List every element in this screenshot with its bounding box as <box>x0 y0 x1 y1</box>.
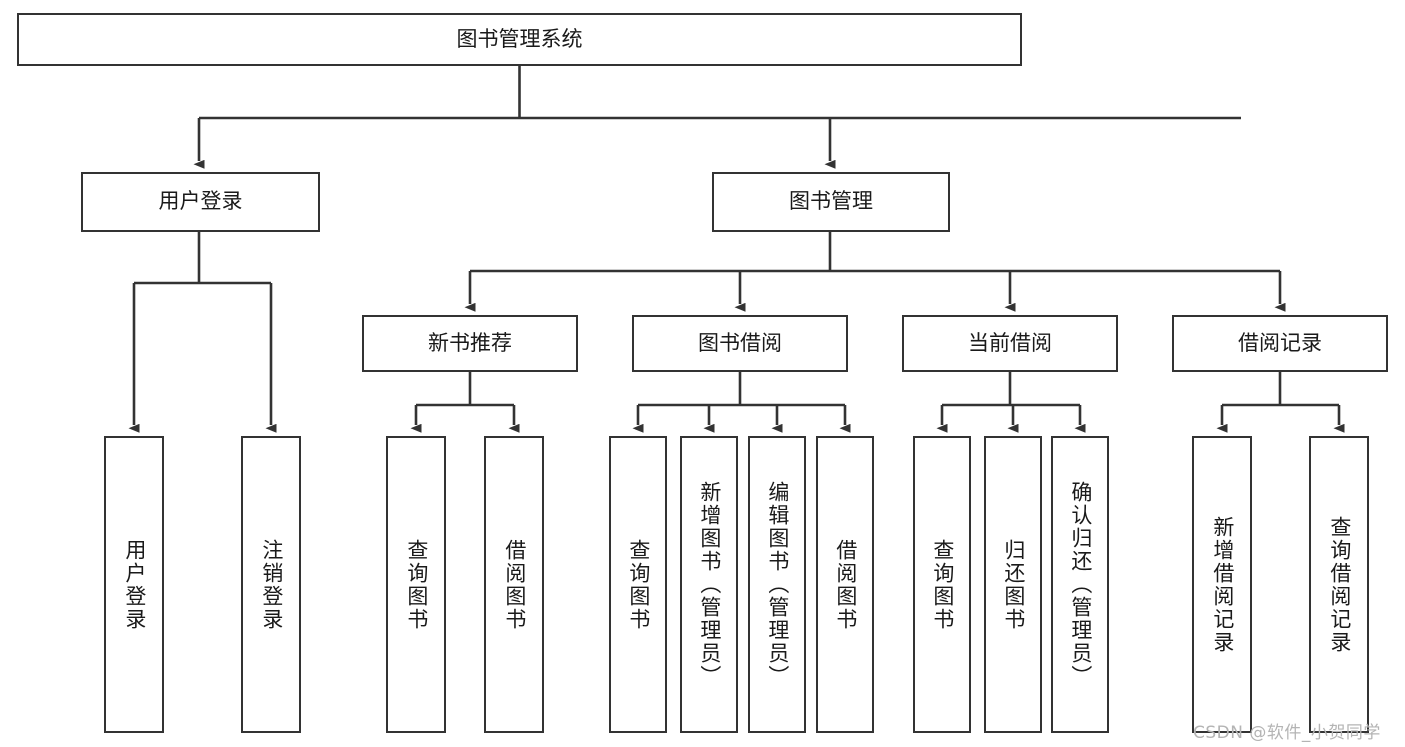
node-level2-2[interactable]: 图书管理 <box>712 172 950 232</box>
node-leaf-3[interactable]: 查询图书 <box>386 436 446 733</box>
node-leaf-11[interactable]: 确认归还（管理员） <box>1051 436 1109 733</box>
node-leaf-1[interactable]: 用户登录 <box>104 436 164 733</box>
node-level3-4[interactable]: 借阅记录 <box>1172 315 1388 372</box>
node-level2-1[interactable]: 用户登录 <box>81 172 320 232</box>
node-level3-2[interactable]: 图书借阅 <box>632 315 848 372</box>
node-leaf-6[interactable]: 新增图书（管理员） <box>680 436 738 733</box>
csdn-watermark: CSDN @软件_小贺同学 <box>1193 723 1381 743</box>
node-leaf-10[interactable]: 归还图书 <box>984 436 1042 733</box>
node-root[interactable]: 图书管理系统 <box>17 13 1022 66</box>
node-leaf-13[interactable]: 查询借阅记录 <box>1309 436 1369 733</box>
node-leaf-9[interactable]: 查询图书 <box>913 436 971 733</box>
node-leaf-4[interactable]: 借阅图书 <box>484 436 544 733</box>
node-leaf-5[interactable]: 查询图书 <box>609 436 667 733</box>
node-leaf-8[interactable]: 借阅图书 <box>816 436 874 733</box>
node-level3-3[interactable]: 当前借阅 <box>902 315 1118 372</box>
node-level3-1[interactable]: 新书推荐 <box>362 315 578 372</box>
node-leaf-7[interactable]: 编辑图书（管理员） <box>748 436 806 733</box>
node-leaf-12[interactable]: 新增借阅记录 <box>1192 436 1252 733</box>
node-leaf-2[interactable]: 注销登录 <box>241 436 301 733</box>
